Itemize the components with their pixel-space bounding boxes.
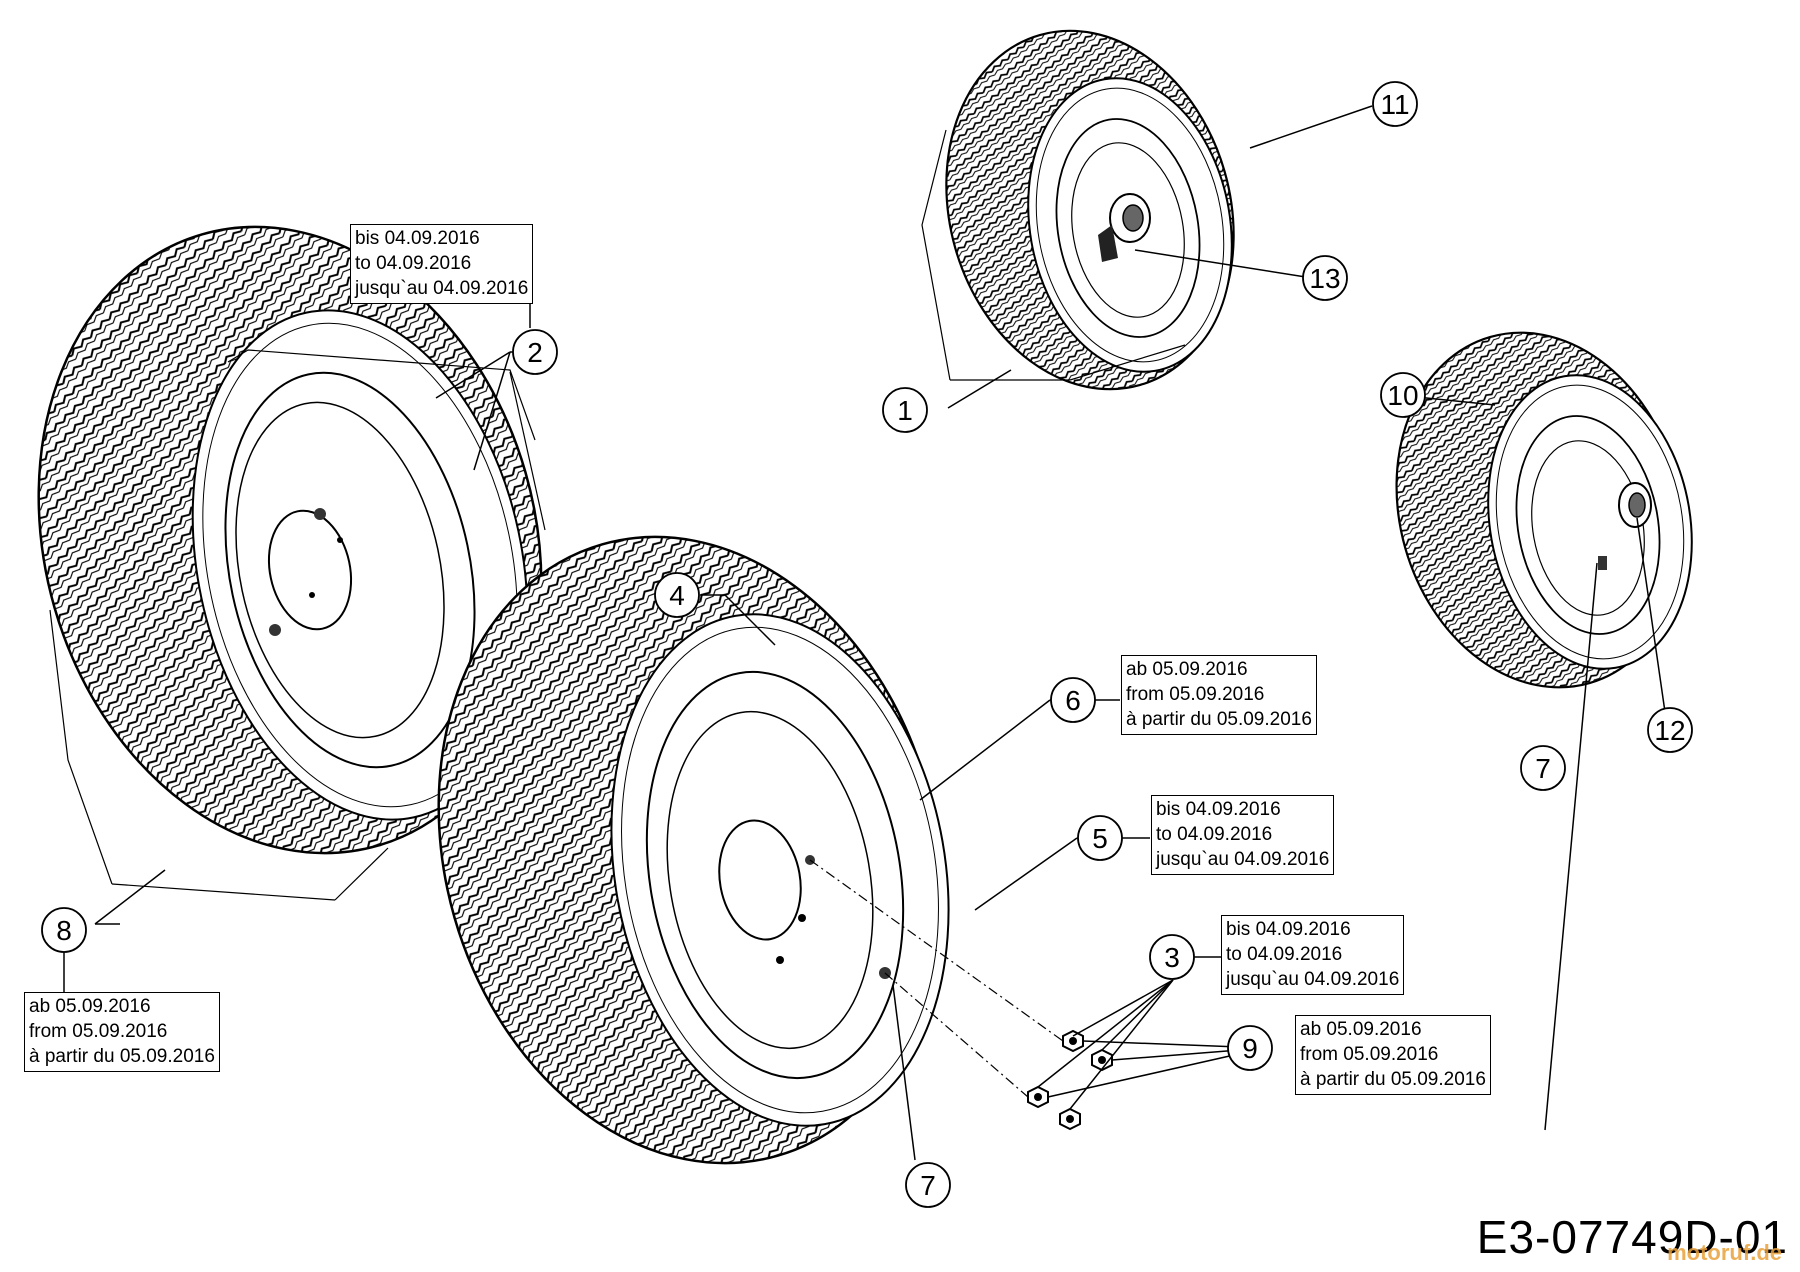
rear-wheel-left: [37, 225, 543, 855]
callout-10-label: 10: [1387, 380, 1418, 411]
rear-wheel-center: [437, 535, 950, 1165]
callout-12-label: 12: [1654, 715, 1685, 746]
callout-10: 10: [1380, 372, 1426, 418]
note-line: from 05.09.2016: [1300, 1044, 1439, 1065]
note-line: ab 05.09.2016: [1300, 1019, 1422, 1040]
callout-13-label: 13: [1309, 263, 1340, 294]
callout-6-label: 6: [1065, 685, 1081, 716]
callout-11: 11: [1372, 81, 1418, 127]
callout-8-label: 8: [56, 915, 72, 946]
note-part-2: bis 04.09.2016 to 04.09.2016 jusqu`au 04…: [350, 224, 534, 304]
note-line: to 04.09.2016: [1156, 824, 1273, 845]
note-line: to 04.09.2016: [355, 253, 472, 274]
note-line: bis 04.09.2016: [355, 228, 480, 249]
callout-5-label: 5: [1092, 823, 1108, 854]
callout-4: 4: [654, 572, 700, 618]
bracket-lines: [49, 129, 1186, 901]
callout-1: 1: [882, 387, 928, 433]
callout-5: 5: [1077, 815, 1123, 861]
note-line: to 04.09.2016: [1226, 944, 1343, 965]
note-part-9: ab 05.09.2016 from 05.09.2016 à partir d…: [1295, 1015, 1491, 1095]
note-part-8: ab 05.09.2016 from 05.09.2016 à partir d…: [24, 992, 220, 1072]
callout-2: 2: [512, 329, 558, 375]
front-wheel-top: [945, 29, 1235, 391]
callout-4-label: 4: [669, 580, 685, 611]
note-line: jusqu`au 04.09.2016: [355, 278, 529, 299]
callout-3-label: 3: [1164, 942, 1180, 973]
callout-7-right-label: 7: [1535, 753, 1551, 784]
note-line: à partir du 05.09.2016: [1126, 709, 1312, 730]
note-part-6: ab 05.09.2016 from 05.09.2016 à partir d…: [1121, 655, 1317, 735]
note-line: à partir du 05.09.2016: [29, 1046, 215, 1067]
callout-9-label: 9: [1242, 1033, 1258, 1064]
watermark-logo: motoruf.de: [1667, 1240, 1782, 1265]
note-line: jusqu`au 04.09.2016: [1226, 969, 1400, 990]
callout-7-center: 7: [905, 1162, 951, 1208]
note-line: à partir du 05.09.2016: [1300, 1069, 1486, 1090]
note-line: jusqu`au 04.09.2016: [1156, 849, 1330, 870]
callout-3: 3: [1149, 934, 1195, 980]
callout-7-right: 7: [1520, 745, 1566, 791]
note-line: bis 04.09.2016: [1156, 799, 1281, 820]
callout-11-label: 11: [1380, 89, 1409, 120]
callout-12: 12: [1647, 707, 1693, 753]
callout-13: 13: [1302, 255, 1348, 301]
callout-6: 6: [1050, 677, 1096, 723]
note-line: from 05.09.2016: [1126, 684, 1265, 705]
drawing-number: E3-07749D-01: [1476, 1211, 1788, 1263]
note-line: ab 05.09.2016: [29, 996, 151, 1017]
lug-nuts: [809, 859, 1113, 1131]
callout-8: 8: [41, 907, 87, 953]
callout-2-label: 2: [527, 337, 543, 368]
note-part-5: bis 04.09.2016 to 04.09.2016 jusqu`au 04…: [1151, 795, 1335, 875]
note-line: ab 05.09.2016: [1126, 659, 1248, 680]
callout-1-label: 1: [897, 395, 913, 426]
front-wheel-right: [1395, 331, 1693, 689]
callout-7-center-label: 7: [920, 1170, 936, 1201]
callout-9: 9: [1227, 1025, 1273, 1071]
note-line: from 05.09.2016: [29, 1021, 168, 1042]
note-part-3: bis 04.09.2016 to 04.09.2016 jusqu`au 04…: [1221, 915, 1405, 995]
note-line: bis 04.09.2016: [1226, 919, 1351, 940]
